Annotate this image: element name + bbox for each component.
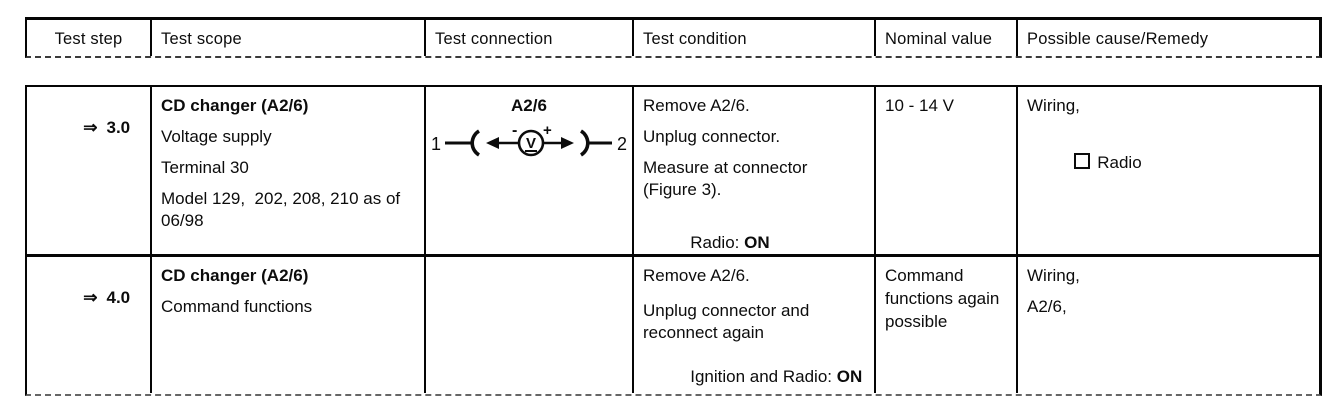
header-cell-nominal-value: Nominal value — [874, 20, 1016, 56]
cell-test-scope: CD changer (A2/6) Command functions — [150, 257, 424, 393]
cell-test-condition: Remove A2/6. Unplug connector and reconn… — [632, 257, 874, 393]
text-line: Terminal 30 — [161, 158, 249, 177]
connector-socket-icon — [470, 129, 481, 157]
header-label: Possible cause/Remedy — [1027, 30, 1209, 48]
cell-test-connection: A2/6 1 - V + 2 — [424, 87, 632, 254]
header-label: Test connection — [435, 30, 553, 48]
pin-number-right: 2 — [617, 134, 627, 154]
radio-state: ON — [744, 233, 770, 252]
text-line: (Figure 3). — [643, 180, 722, 199]
arrow-right-icon — [561, 137, 574, 149]
checkbox-icon — [1074, 153, 1091, 169]
connector-socket-icon — [579, 129, 590, 157]
pin-number-left: 1 — [431, 134, 441, 154]
cell-nominal-value: Command functions again possible — [874, 257, 1016, 393]
connector-designation: A2/6 — [511, 96, 547, 115]
cell-test-scope: CD changer (A2/6) Voltage supply Termina… — [150, 87, 424, 254]
header-label: Test step — [54, 30, 123, 48]
table-row-4-0: ⇒ 4.0 CD changer (A2/6) Command functions… — [27, 257, 1319, 393]
plus-sign: + — [543, 122, 552, 139]
text-line: reconnect again — [643, 323, 764, 342]
header-label: Test scope — [161, 30, 242, 48]
header-cell-test-connection: Test connection — [424, 20, 632, 56]
header-cell-test-scope: Test scope — [150, 20, 424, 56]
cell-possible-cause: Wiring, Radio — [1016, 87, 1319, 254]
text-line: Radio: — [690, 233, 745, 252]
cell-nominal-value: 10 - 14 V — [874, 87, 1016, 254]
text-line: Remove A2/6. — [643, 96, 750, 115]
header-cell-test-condition: Test condition — [632, 20, 874, 56]
test-step: ⇒ 3.0 — [36, 95, 142, 161]
scope-title: CD changer (A2/6) — [161, 266, 309, 285]
step-number: 4.0 — [106, 288, 131, 307]
text-line: Model 129, 202, 208, 210 as of — [161, 189, 401, 208]
voltmeter-connection-diagram: 1 - V + 2 — [431, 122, 627, 157]
voltmeter-letter: V — [526, 135, 536, 152]
radio-state-line: Radio: ON — [643, 210, 866, 254]
text-line: Radio — [1097, 153, 1142, 172]
text-line: Unplug connector. — [643, 127, 781, 146]
arrow-left-icon — [486, 137, 499, 149]
text-line: Unplug connector and — [643, 301, 810, 320]
text-line: Measure at connector — [643, 158, 808, 177]
test-step: ⇒ 4.0 — [36, 265, 142, 331]
double-arrow-icon: ⇒ — [83, 288, 98, 307]
radio-state: ON — [836, 367, 863, 386]
minus-sign: - — [512, 122, 517, 139]
cell-test-step: ⇒ 4.0 — [27, 257, 150, 393]
cell-possible-cause: Wiring, A2/6, — [1016, 257, 1319, 393]
nominal-value: functions again — [885, 289, 1000, 308]
table-header-row: Test step Test scope Test connection Tes… — [25, 17, 1322, 58]
text-line: Ignition and Radio: — [690, 367, 837, 386]
nominal-value: Command — [885, 266, 964, 285]
header-cell-test-step: Test step — [27, 20, 150, 56]
text-line: A2/6, — [1027, 297, 1067, 316]
step-number: 3.0 — [106, 118, 131, 137]
table-row-3-0: ⇒ 3.0 CD changer (A2/6) Voltage supply Te… — [27, 87, 1319, 257]
header-label: Nominal value — [885, 30, 993, 48]
cell-test-step: ⇒ 3.0 — [27, 87, 150, 254]
checkbox-line: Radio — [1027, 130, 1311, 196]
cell-test-connection — [424, 257, 632, 393]
table-body: ⇒ 3.0 CD changer (A2/6) Voltage supply Te… — [25, 85, 1322, 396]
header-cell-possible-cause: Possible cause/Remedy — [1016, 20, 1319, 56]
text-line: Wiring, — [1027, 96, 1080, 115]
text-line: Voltage supply — [161, 127, 272, 146]
text-line: Remove A2/6. — [643, 266, 750, 285]
voltmeter-icon — [517, 129, 545, 157]
text-line: Wiring, — [1027, 266, 1080, 285]
nominal-value: 10 - 14 V — [885, 96, 954, 115]
radio-state-line: Ignition and Radio: ON — [643, 344, 866, 393]
double-arrow-icon: ⇒ — [83, 118, 98, 137]
text-line: Command functions — [161, 297, 313, 316]
scope-title: CD changer (A2/6) — [161, 96, 309, 115]
nominal-value: possible — [885, 312, 948, 331]
text-line: 06/98 — [161, 211, 204, 230]
cell-test-condition: Remove A2/6. Unplug connector. Measure a… — [632, 87, 874, 254]
header-label: Test condition — [643, 30, 747, 48]
